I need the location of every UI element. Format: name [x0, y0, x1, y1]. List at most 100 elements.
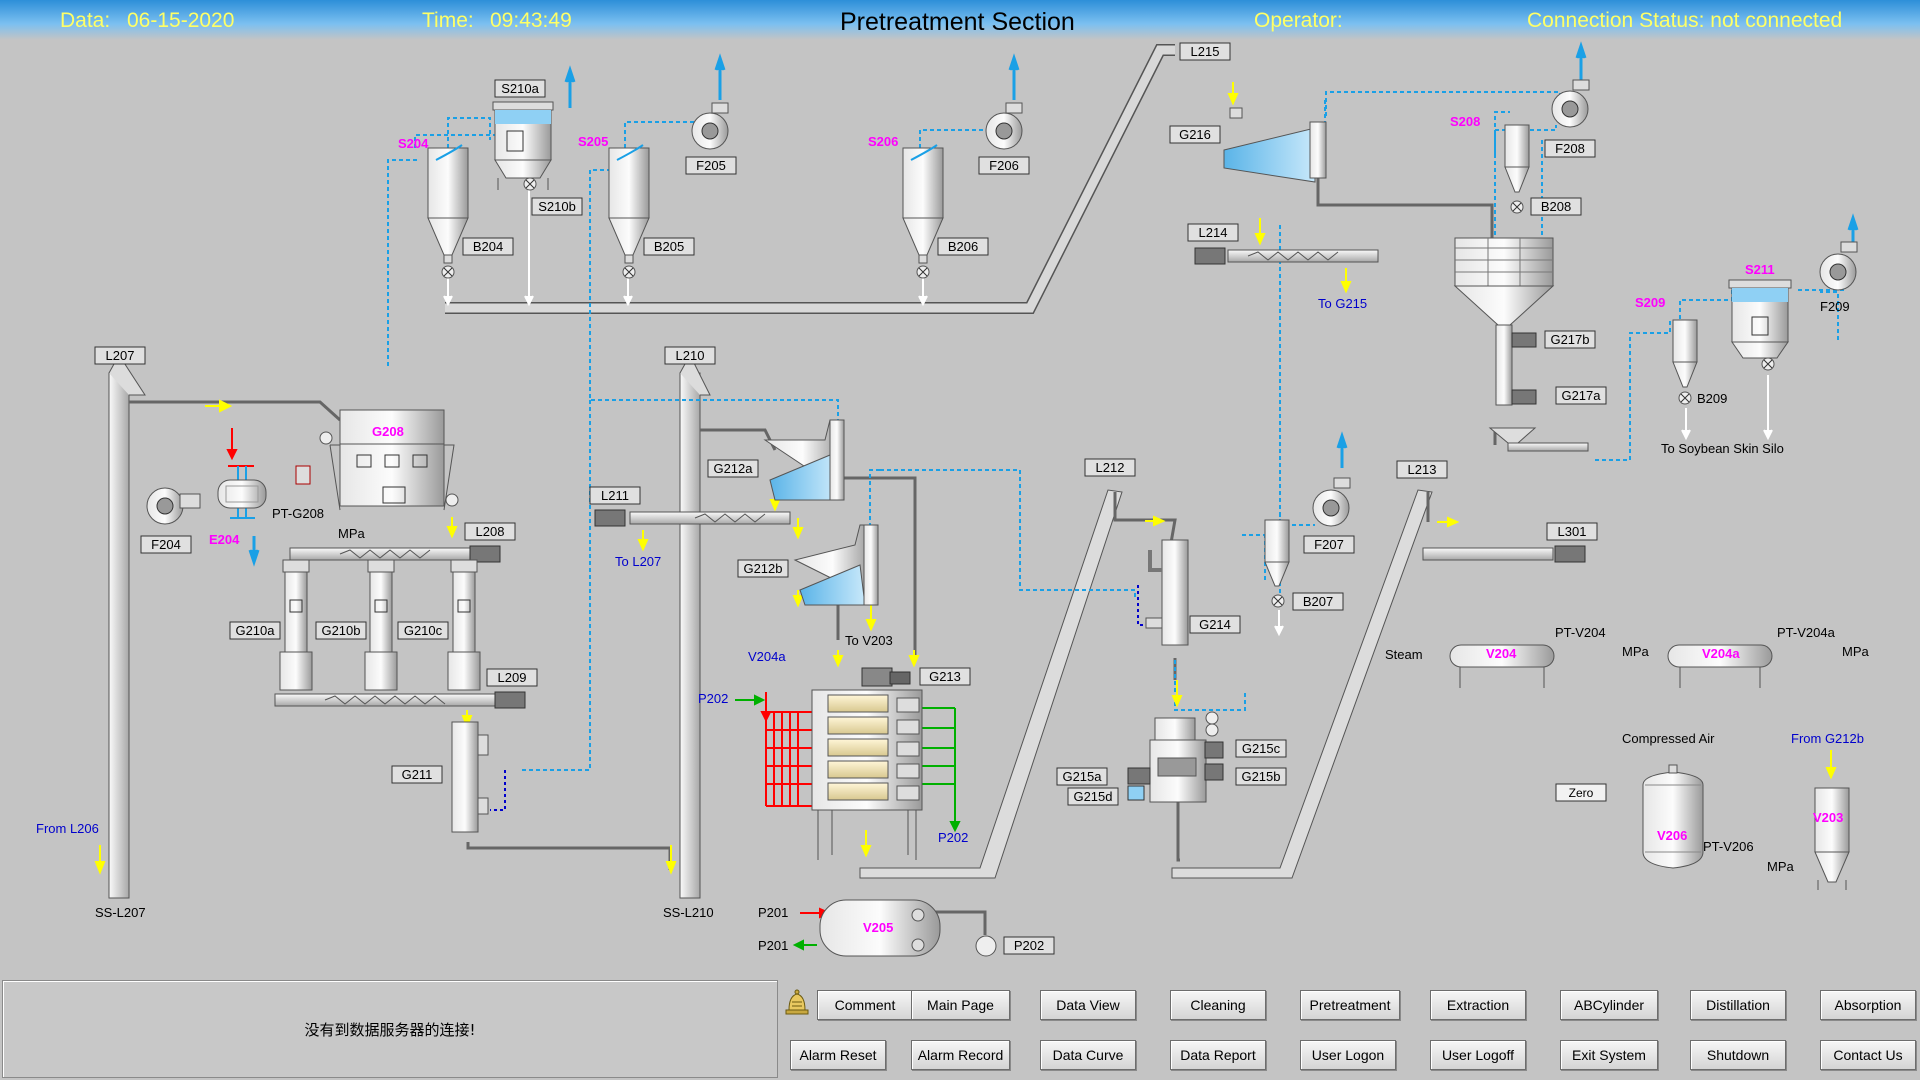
svg-text:G215c: G215c — [1242, 741, 1281, 756]
svg-text:B207: B207 — [1303, 594, 1333, 609]
svg-text:G210c: G210c — [404, 623, 443, 638]
svg-text:F205: F205 — [696, 158, 726, 173]
user-logon-button[interactable]: User Logon — [1300, 1040, 1396, 1070]
tank-g208 — [295, 409, 459, 511]
alarm-bell-icon[interactable] — [783, 988, 811, 1018]
tank-v203 — [1814, 787, 1850, 890]
equip-tag-l207: L207 — [94, 346, 146, 365]
conveyor-l301 — [1422, 545, 1586, 563]
tag-s208: S208 — [1450, 114, 1480, 129]
equip-tag-g215b: G215b — [1235, 767, 1287, 786]
svg-text:L212: L212 — [1096, 460, 1125, 475]
steam-water-lines — [226, 428, 961, 951]
svg-text:G212b: G212b — [743, 561, 782, 576]
svg-text:F208: F208 — [1555, 141, 1585, 156]
equip-tag-f208: F208 — [1544, 139, 1596, 158]
svg-text:B208: B208 — [1541, 199, 1571, 214]
fans — [146, 79, 1858, 527]
exit-system-button[interactable]: Exit System — [1560, 1040, 1658, 1070]
equip-tag-l215: L215 — [1179, 42, 1231, 61]
alarm-reset-button[interactable]: Alarm Reset — [790, 1040, 886, 1070]
cooler-g214 — [1145, 539, 1189, 646]
svg-text:G215b: G215b — [1241, 769, 1280, 784]
cyclone-b206 — [902, 144, 944, 279]
equip-tag-b209: B209 — [1697, 391, 1727, 406]
comment-button[interactable]: Comment — [817, 990, 913, 1020]
pretreatment-button[interactable]: Pretreatment — [1300, 990, 1400, 1020]
tank-v205 — [819, 899, 997, 957]
svg-text:G211: G211 — [402, 767, 433, 782]
fan-f209 — [1819, 241, 1858, 291]
equip-tag-b208: B208 — [1530, 197, 1582, 216]
label-pt-v206: PT-V206 — [1703, 839, 1754, 854]
data-view-button[interactable]: Data View — [1040, 990, 1136, 1020]
equip-tag-g217b: G217b — [1544, 330, 1596, 349]
main-page-button[interactable]: Main Page — [911, 990, 1010, 1020]
label-steam: Steam — [1385, 647, 1423, 662]
extraction-button[interactable]: Extraction — [1430, 990, 1526, 1020]
svg-text:L208: L208 — [476, 524, 505, 539]
equip-tag-p202: P202 — [1003, 936, 1055, 955]
fan-f208 — [1551, 79, 1590, 128]
l210-elevator — [679, 372, 701, 899]
abcylinder-button[interactable]: ABCylinder — [1560, 990, 1658, 1020]
svg-text:L301: L301 — [1558, 524, 1587, 539]
label-p202-out: P202 — [938, 830, 968, 845]
equip-tag-g212a: G212a — [707, 459, 759, 478]
user-logoff-button[interactable]: User Logoff — [1430, 1040, 1526, 1070]
svg-text:G212a: G212a — [713, 461, 753, 476]
svg-text:G217b: G217b — [1550, 332, 1589, 347]
svg-text:G217a: G217a — [1561, 388, 1601, 403]
equip-tag-g217a: G217a — [1555, 386, 1607, 405]
conditioner-g213 — [811, 667, 923, 860]
svg-text:G216: G216 — [1179, 127, 1211, 142]
data-curve-button[interactable]: Data Curve — [1040, 1040, 1136, 1070]
fan-f206 — [985, 102, 1023, 150]
zero-button[interactable]: Zero — [1555, 783, 1607, 802]
label-v204a: V204a — [748, 649, 786, 664]
equip-tag-s210b: S210b — [531, 197, 583, 216]
label-ss-l210: SS-L210 — [663, 905, 714, 920]
equip-tag-g214: G214 — [1189, 615, 1241, 634]
equip-tag-s210a: S210a — [494, 79, 546, 98]
absorption-button[interactable]: Absorption — [1820, 990, 1916, 1020]
label-p202-in: P202 — [698, 691, 728, 706]
fan-f204 — [146, 487, 201, 525]
svg-text:L214: L214 — [1199, 225, 1228, 240]
conveyor-l214 — [1194, 247, 1379, 265]
date-value: 06-15-2020 — [127, 9, 235, 32]
tank-v206 — [1642, 764, 1704, 869]
tag-v206: V206 — [1657, 828, 1687, 843]
svg-text:B205: B205 — [654, 239, 684, 254]
equip-tag-g211: G211 — [391, 765, 443, 784]
black-labels: PT-G208 MPa SS-L207 SS-L210 To V203 To S… — [95, 441, 1870, 953]
data-report-button[interactable]: Data Report — [1170, 1040, 1266, 1070]
svg-text:G210b: G210b — [321, 623, 360, 638]
time-value: 09:43:49 — [490, 9, 572, 32]
header-bar: Data: 06-15-2020 Time: 09:43:49 Pretreat… — [0, 0, 1920, 40]
date-label: Data: — [60, 9, 111, 32]
cleaning-button[interactable]: Cleaning — [1170, 990, 1266, 1020]
svg-text:B204: B204 — [473, 239, 503, 254]
heater-e204 — [217, 479, 267, 509]
tag-g208: G208 — [372, 424, 404, 439]
bag-filter-s210 — [492, 101, 554, 191]
svg-text:G210a: G210a — [235, 623, 275, 638]
alarm-record-button[interactable]: Alarm Record — [911, 1040, 1010, 1070]
page-title: Pretreatment Section — [840, 8, 1075, 36]
equip-tag-l213: L213 — [1396, 460, 1448, 479]
conveyor-l208 — [289, 545, 501, 563]
separator-g211 — [451, 721, 489, 833]
svg-text:G215a: G215a — [1062, 769, 1102, 784]
shutdown-button[interactable]: Shutdown — [1690, 1040, 1786, 1070]
svg-text:L211: L211 — [601, 488, 629, 503]
label-to-v203: To V203 — [845, 633, 893, 648]
distillation-button[interactable]: Distillation — [1690, 990, 1786, 1020]
magenta-tags: S204 S205 S206 S208 S209 S211 G208 E204 … — [209, 114, 1843, 935]
flaker-g217 — [1453, 237, 1555, 444]
label-ss-l207: SS-L207 — [95, 905, 146, 920]
screens-g212 — [763, 419, 879, 606]
contact-us-button[interactable]: Contact Us — [1820, 1040, 1916, 1070]
svg-text:F209: F209 — [1820, 299, 1850, 314]
equip-tag-b204: B204 — [462, 237, 514, 256]
